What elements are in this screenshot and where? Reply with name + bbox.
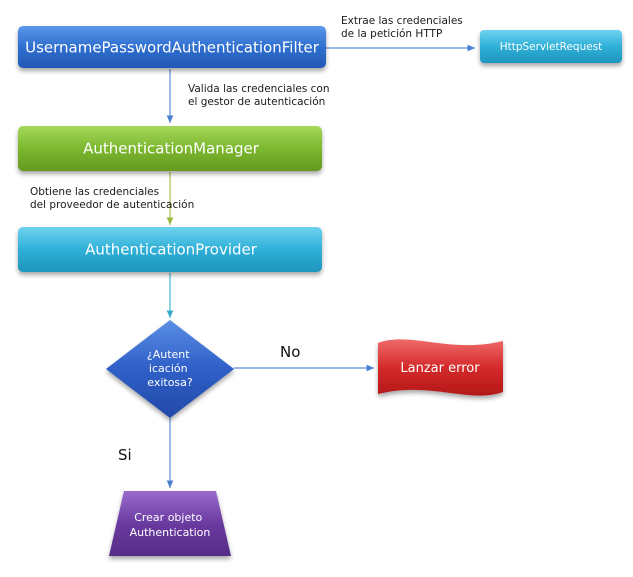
annotation-extract: Extrae las credenciales de la petición H… <box>341 15 466 40</box>
branch-label-yes: Si <box>118 446 132 464</box>
decision-line-3: exitosa? <box>147 376 193 389</box>
error-node: Lanzar error <box>378 339 503 396</box>
create-node: Crear objeto Authentication <box>109 491 231 556</box>
create-line-2: Authentication <box>130 526 211 539</box>
decision-diamond <box>106 320 234 418</box>
create-trapezoid <box>109 491 231 556</box>
filter-label: UsernamePasswordAuthenticationFilter <box>25 39 320 57</box>
annotation-extract-line-1: Extrae las credenciales <box>341 15 463 27</box>
create-line-1: Crear objeto <box>134 511 202 524</box>
connectors <box>166 44 475 488</box>
decision-line-2: icación <box>149 362 188 375</box>
manager-label: AuthenticationManager <box>83 140 260 158</box>
error-label: Lanzar error <box>400 361 480 376</box>
decision-label: ¿Autent icación exitosa? <box>147 348 193 389</box>
branch-label-no: No <box>280 343 300 361</box>
annotation-validate: Valida las credenciales con el gestor de… <box>188 83 333 108</box>
annotation-extract-line-2: de la petición HTTP <box>341 28 442 40</box>
request-label: HttpServletRequest <box>500 41 603 53</box>
provider-node: AuthenticationProvider <box>18 227 322 272</box>
annotation-validate-line-2: el gestor de autenticación <box>188 96 325 108</box>
filter-box <box>18 26 326 68</box>
annotation-obtain-line-2: del proveedor de autenticación <box>30 199 194 211</box>
manager-node: AuthenticationManager <box>18 126 322 171</box>
annotation-validate-line-1: Valida las credenciales con <box>188 83 330 95</box>
request-box <box>480 30 622 63</box>
decision-node: ¿Autent icación exitosa? <box>106 320 234 418</box>
filter-node: UsernamePasswordAuthenticationFilter <box>18 26 326 68</box>
provider-label: AuthenticationProvider <box>85 241 258 259</box>
request-node: HttpServletRequest <box>480 30 622 63</box>
annotation-obtain-line-1: Obtiene las credenciales <box>30 186 159 198</box>
manager-box <box>18 126 322 171</box>
create-label: Crear objeto Authentication <box>130 511 211 539</box>
provider-box <box>18 227 322 272</box>
annotation-obtain: Obtiene las credenciales del proveedor d… <box>30 186 194 211</box>
decision-line-1: ¿Autent <box>147 348 190 361</box>
error-banner <box>378 339 503 396</box>
